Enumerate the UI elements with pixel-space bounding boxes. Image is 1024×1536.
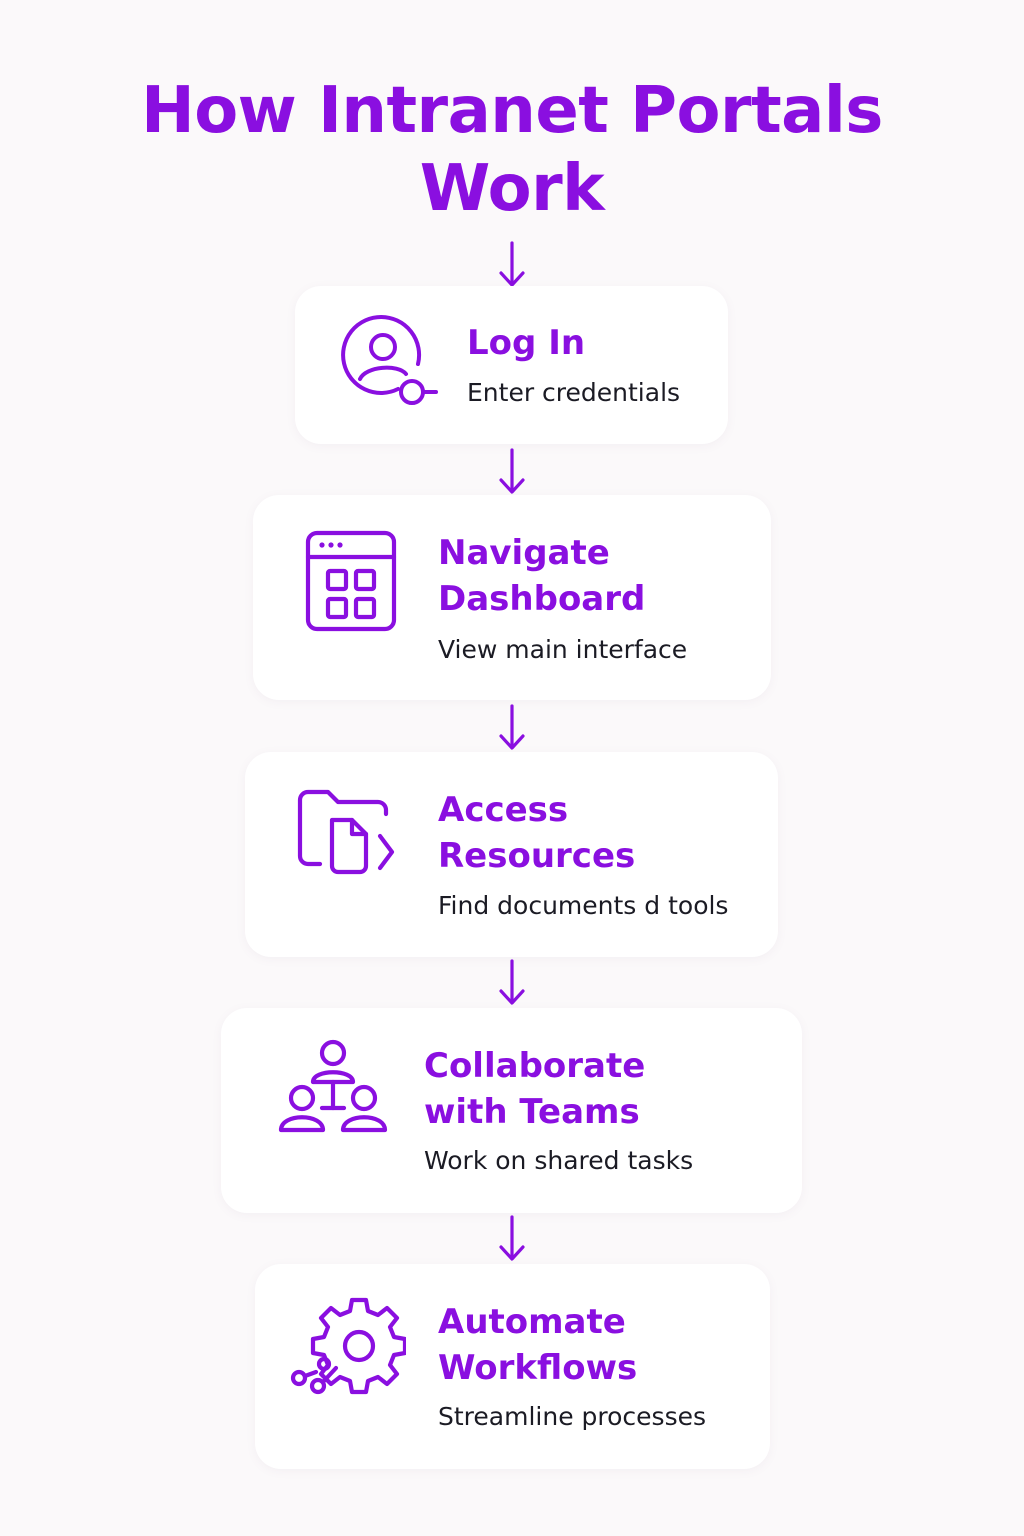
step-card-collaborate-with-teams — [221, 1008, 802, 1213]
step-title-line: Dashboard — [438, 579, 646, 619]
step-description-collaborate-with-teams: Work on shared tasks — [424, 1146, 694, 1175]
dashboard-grid-icon — [305, 530, 397, 632]
flow-arrow-icon — [499, 704, 525, 750]
title-line-2: Work — [419, 152, 605, 226]
step-description-automate-workflows: Streamline processes — [438, 1402, 706, 1431]
folder-document-icon — [297, 789, 395, 875]
step-card-log-in — [295, 286, 728, 444]
gear-workflow-icon — [290, 1297, 406, 1395]
step-description-log-in: Enter credentials — [467, 378, 681, 407]
step-title-line: Access — [438, 790, 569, 830]
step-title-navigate-dashboard: Navigate Dashboard — [438, 530, 645, 622]
flow-arrow-icon — [499, 959, 525, 1005]
step-title-line: Log In — [467, 323, 586, 363]
title-line-1: How Intranet Portals — [141, 74, 883, 148]
step-card-automate-workflows — [255, 1264, 770, 1469]
team-collaboration-icon — [278, 1039, 388, 1133]
step-title-log-in: Log In — [467, 320, 585, 366]
step-title-line: Collaborate — [424, 1046, 646, 1086]
step-title-line: Automate — [438, 1302, 626, 1342]
step-title-collaborate-with-teams: Collaborate with Teams — [424, 1043, 645, 1135]
flow-arrow-icon — [499, 1215, 525, 1261]
user-login-icon — [341, 314, 438, 405]
flow-arrow-icon — [499, 448, 525, 494]
step-description-navigate-dashboard: View main interface — [438, 635, 688, 664]
step-title-automate-workflows: Automate Workflows — [438, 1299, 637, 1391]
diagram-title: How Intranet Portals Work — [0, 72, 1024, 228]
flow-arrow-icon — [499, 241, 525, 287]
step-title-line: Navigate — [438, 533, 610, 573]
step-description-access-resources: Find documents d tools — [438, 891, 729, 920]
step-title-line: Resources — [438, 836, 636, 876]
step-title-line: with Teams — [424, 1092, 640, 1132]
step-title-line: Workflows — [438, 1348, 638, 1388]
step-title-access-resources: Access Resources — [438, 787, 635, 879]
